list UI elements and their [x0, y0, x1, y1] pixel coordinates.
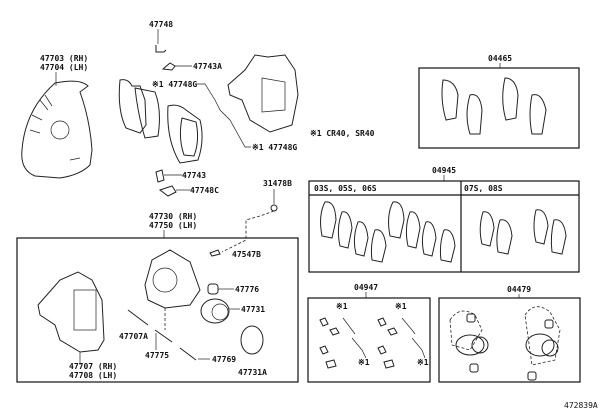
- pad-set-04465: [441, 77, 547, 135]
- label-47743A: 47743A: [193, 62, 222, 71]
- label-04465: 04465: [488, 54, 512, 63]
- pin-47769[interactable]: [179, 347, 197, 361]
- label-47750: 47750 (LH): [149, 221, 197, 230]
- shim-clip-set-04947: [319, 317, 426, 369]
- label-04947: 04947: [354, 283, 378, 292]
- cylinder-kit-04479-box[interactable]: [438, 297, 581, 383]
- caliper-bracket[interactable]: [227, 54, 299, 133]
- pad-kit-04945-box[interactable]: [308, 180, 580, 273]
- clip-47748[interactable]: [155, 45, 167, 53]
- bleeder-47547B[interactable]: [209, 249, 221, 257]
- caliper-body[interactable]: [144, 249, 201, 309]
- pin-47775[interactable]: [154, 329, 173, 343]
- label-47748C: 47748C: [190, 186, 219, 195]
- label-47731: 47731: [241, 305, 265, 314]
- caliper-assembly-box: [16, 237, 299, 383]
- seal-kit-04479: [449, 306, 561, 381]
- caliper-bracket-47707[interactable]: [37, 271, 105, 353]
- label-47547B: 47547B: [232, 250, 261, 259]
- mark-1: ※1: [336, 302, 348, 311]
- label-47748: 47748: [149, 20, 173, 29]
- label-31478B: 31478B: [263, 179, 292, 188]
- label-47731A: 47731A: [238, 368, 267, 377]
- label-47730: 47730 (RH): [149, 212, 197, 221]
- seal-47731A[interactable]: [240, 325, 264, 355]
- clip-47743[interactable]: [155, 169, 165, 183]
- label-47769: 47769: [212, 355, 236, 364]
- bushing-47776[interactable]: [207, 283, 219, 295]
- clip-47743A[interactable]: [161, 62, 176, 71]
- mark-1: ※1: [395, 302, 407, 311]
- label-47776: 47776: [235, 285, 259, 294]
- fitting-kit-04947-box[interactable]: [307, 297, 431, 383]
- group-label-03s-05s-06s: 03S, 05S, 06S: [314, 184, 377, 193]
- label-04945: 04945: [432, 166, 456, 175]
- label-47707A: 47707A: [119, 332, 148, 341]
- label-47743: 47743: [182, 171, 206, 180]
- piston-47731[interactable]: [200, 298, 230, 324]
- label-47775: 47775: [145, 351, 169, 360]
- pad-set-04945: [320, 201, 567, 263]
- group-label-07s-08s: 07S, 08S: [464, 184, 503, 193]
- label-47748G-lower: ※1 47748G: [252, 143, 297, 152]
- label-47704: 47704 (LH): [40, 63, 88, 72]
- note-cr40-sr40: ※1 CR40, SR40: [310, 129, 375, 138]
- pad-kit-04465-box[interactable]: [418, 67, 580, 149]
- label-04479: 04479: [507, 285, 531, 294]
- bleeder-cap-31478B[interactable]: [270, 204, 278, 212]
- brake-pads[interactable]: [118, 79, 203, 164]
- mark-1: ※1: [417, 358, 429, 367]
- clip-47748C[interactable]: [158, 185, 177, 197]
- label-47708: 47708 (LH): [69, 371, 117, 380]
- diagram-id: 472839A: [564, 401, 598, 410]
- bolt-47707A[interactable]: [127, 309, 149, 326]
- label-47703: 47703 (RH): [40, 54, 88, 63]
- label-47707: 47707 (RH): [69, 362, 117, 371]
- label-47748G-upper: ※1 47748G: [152, 80, 197, 89]
- disc-brake-dust-cover[interactable]: [21, 80, 93, 179]
- mark-1: ※1: [358, 358, 370, 367]
